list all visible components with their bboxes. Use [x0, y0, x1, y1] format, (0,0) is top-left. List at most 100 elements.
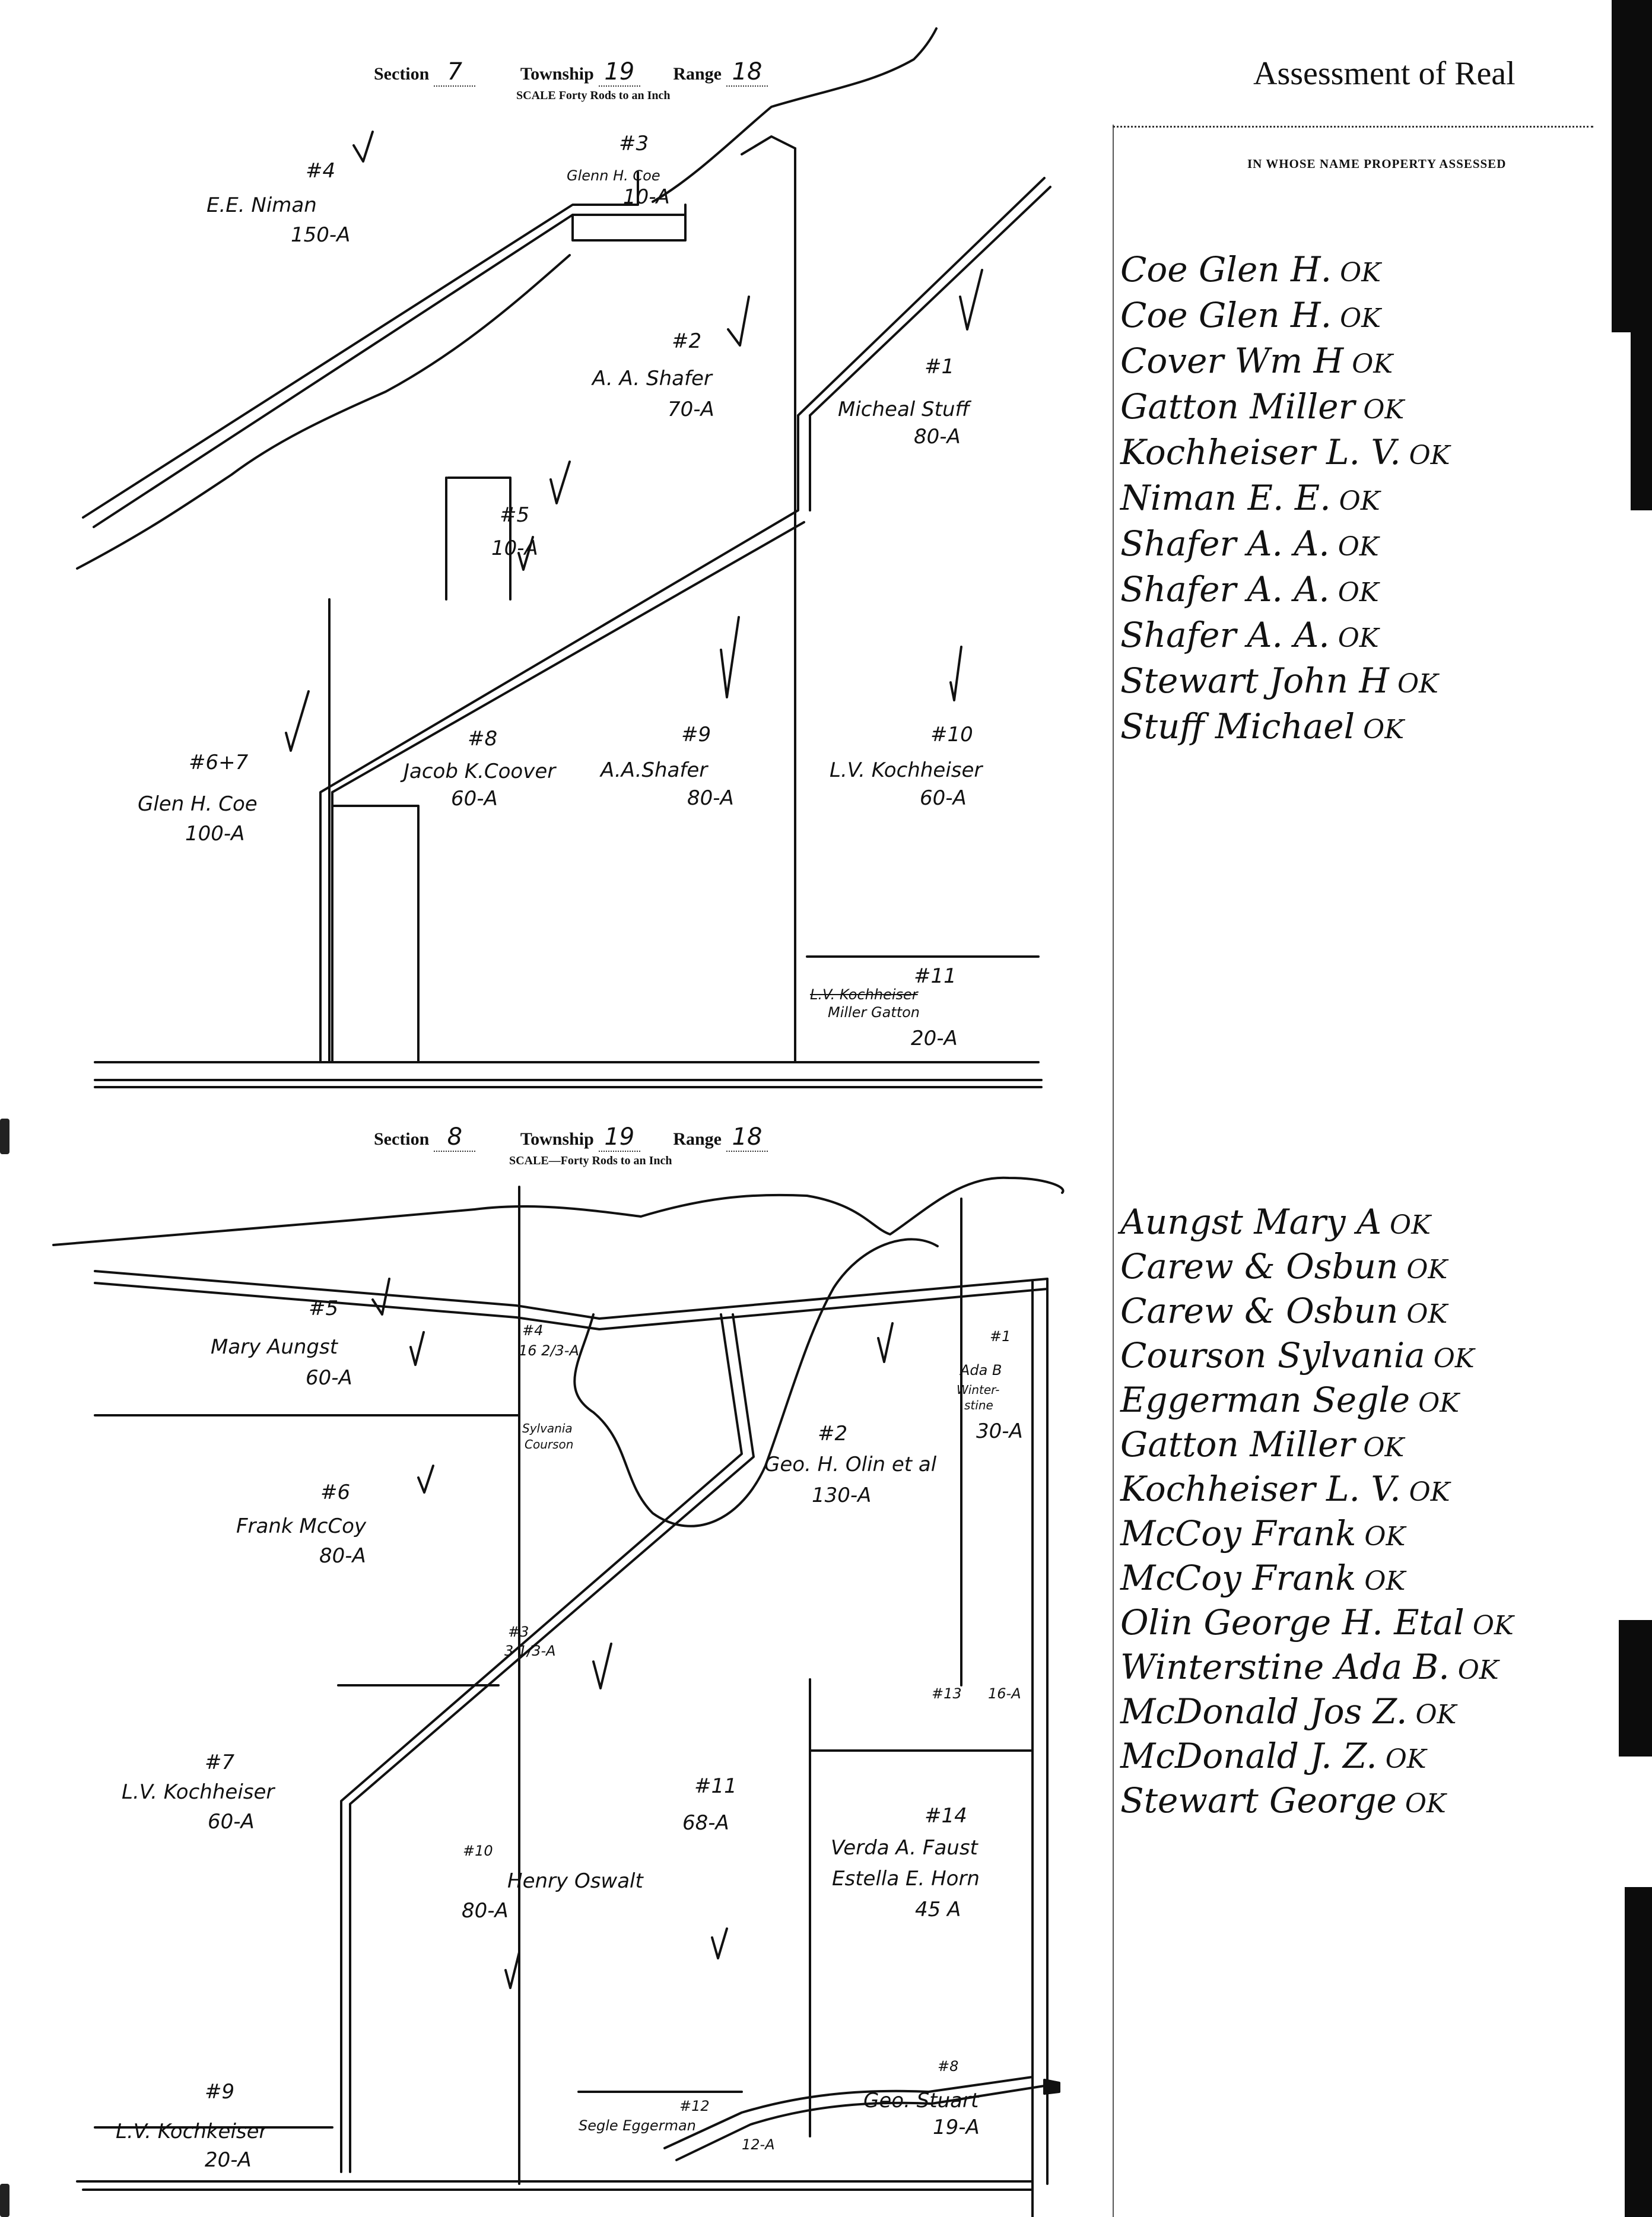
s7-parcel-10-number: #10 [930, 723, 973, 747]
s8-parcel-8-number: #8 [938, 2058, 959, 2075]
owner-entry: Shafer A. A.OK [1120, 523, 1379, 564]
s8-parcel-13-area: 16-A [988, 1685, 1021, 1702]
section7-range-label: Range [673, 64, 722, 84]
s7-parcel-3-owner: Glenn H. Coe [567, 167, 660, 184]
s7-parcel-1-owner: Micheal Stuff [838, 398, 970, 421]
section8-township-label: Township [520, 1129, 594, 1149]
s8-parcel-6-number: #6 [320, 1481, 351, 1504]
s7-parcel-1-area: 80-A [914, 425, 961, 449]
binding-hole [0, 2184, 9, 2217]
s7-parcel-3-number: #3 [619, 132, 649, 155]
s7-parcel-11-number: #11 [914, 964, 957, 988]
section8-section-value: 8 [434, 1123, 476, 1152]
owner-entry: McDonald Jos Z.OK [1120, 1691, 1457, 1732]
ledger-divider [1113, 125, 1114, 2217]
s7-parcel-8-owner: Jacob K.Coover [404, 760, 556, 783]
s8-parcel-1-owner-c: stine [964, 1398, 993, 1412]
s8-parcel-7-owner: L.V. Kochheiser [122, 1780, 275, 1804]
owner-entry: Winterstine Ada B.OK [1120, 1647, 1499, 1687]
ledger-title: Assessment of Real [1253, 55, 1516, 92]
owner-entry: Kochheiser L. V.OK [1120, 432, 1450, 472]
s8-parcel-1-owner-a: Ada B [960, 1362, 1002, 1379]
s7-parcel-6-7-number: #6+7 [189, 751, 249, 774]
binding-hole [0, 1119, 9, 1154]
section7-section-label: Section [374, 64, 430, 84]
s8-parcel-3-area: 3 1/3-A [504, 1643, 556, 1659]
s7-parcel-2-owner: A. A. Shafer [592, 367, 712, 390]
s8-parcel-14-owner-a: Verda A. Faust [831, 1836, 978, 1860]
s8-parcel-8-area: 19-A [933, 2116, 980, 2139]
s7-parcel-2-number: #2 [672, 329, 702, 353]
s8-parcel-7-area: 60-A [208, 1810, 255, 1834]
owner-entry: Coe Glen H.OK [1120, 249, 1381, 290]
s8-parcel-13-number: #13 [932, 1685, 962, 1702]
s8-parcel-10-area: 80-A [462, 1899, 509, 1923]
s8-parcel-1-number: #1 [990, 1328, 1011, 1345]
s7-parcel-8-area: 60-A [451, 787, 498, 811]
section7-scale: SCALE Forty Rods to an Inch [516, 89, 671, 102]
s8-parcel-14-owner-b: Estella E. Horn [832, 1867, 980, 1891]
s8-parcel-14-area: 45 A [915, 1898, 961, 1921]
s8-parcel-2-number: #2 [818, 1422, 848, 1446]
owner-entry: Shafer A. A.OK [1120, 615, 1379, 655]
section8-range-label: Range [673, 1129, 722, 1149]
ledger-top-rule [1113, 126, 1593, 128]
s8-parcel-6-area: 80-A [319, 1544, 366, 1568]
section8-scale: SCALE—Forty Rods to an Inch [509, 1154, 672, 1167]
section8-range-value: 18 [726, 1123, 768, 1152]
s7-parcel-11-owner-struck: L.V. Kochheiser [810, 986, 918, 1003]
s8-sylvania-courson-a: Sylvania [522, 1421, 573, 1435]
s8-parcel-4-number: #4 [522, 1322, 544, 1339]
s8-parcel-7-number: #7 [205, 1751, 235, 1774]
section8-township-value: 19 [598, 1123, 640, 1152]
s7-parcel-10-owner: L.V. Kochheiser [830, 758, 983, 782]
section7-section-value: 7 [434, 58, 476, 87]
owner-entry: Coe Glen H.OK [1120, 295, 1381, 335]
s8-parcel-12-owner: Segle Eggerman [579, 2117, 696, 2134]
s8-parcel-4-area: 16 2/3-A [519, 1342, 579, 1359]
s8-parcel-5-owner: Mary Aungst [211, 1335, 338, 1359]
section7-township-value: 19 [598, 58, 640, 87]
s8-parcel-5-area: 60-A [306, 1366, 352, 1390]
s8-parcel-9-area: 20-A [205, 2148, 252, 2172]
s8-parcel-11-number: #11 [694, 1774, 737, 1798]
s7-parcel-2-area: 70-A [668, 398, 714, 421]
owner-entry: Niman E. E.OK [1120, 478, 1380, 518]
s7-parcel-3-area: 10-A [623, 185, 670, 209]
s8-parcel-10-owner: Henry Oswalt [507, 1869, 643, 1893]
s7-parcel-6-7-area: 100-A [185, 822, 245, 846]
s8-parcel-9-number: #9 [205, 2080, 235, 2104]
s8-parcel-14-number: #14 [925, 1804, 967, 1828]
s8-parcel-8-owner: Geo. Stuart [863, 2089, 979, 2113]
s8-parcel-6-owner: Frank McCoy [236, 1514, 367, 1538]
s7-parcel-6-7-owner: Glen H. Coe [138, 792, 258, 816]
s8-parcel-10-number: #10 [463, 1843, 493, 1859]
s8-parcel-2-area: 130-A [812, 1484, 872, 1507]
s7-parcel-4-owner: E.E. Niman [206, 193, 317, 217]
section7-range-value: 18 [726, 58, 768, 87]
ledger-column-header: IN WHOSE NAME PROPERTY ASSESSED [1247, 157, 1507, 171]
section7-township-label: Township [520, 64, 594, 84]
s8-parcel-12-number: #12 [679, 2098, 710, 2114]
owner-entry: Shafer A. A.OK [1120, 569, 1379, 609]
s7-parcel-9-area: 80-A [687, 786, 734, 810]
s8-parcel-9-owner: L.V. Kochkeiser [116, 2120, 268, 2143]
owner-entry: McDonald J. Z.OK [1120, 1736, 1427, 1776]
s7-parcel-5-number: #5 [500, 503, 530, 527]
